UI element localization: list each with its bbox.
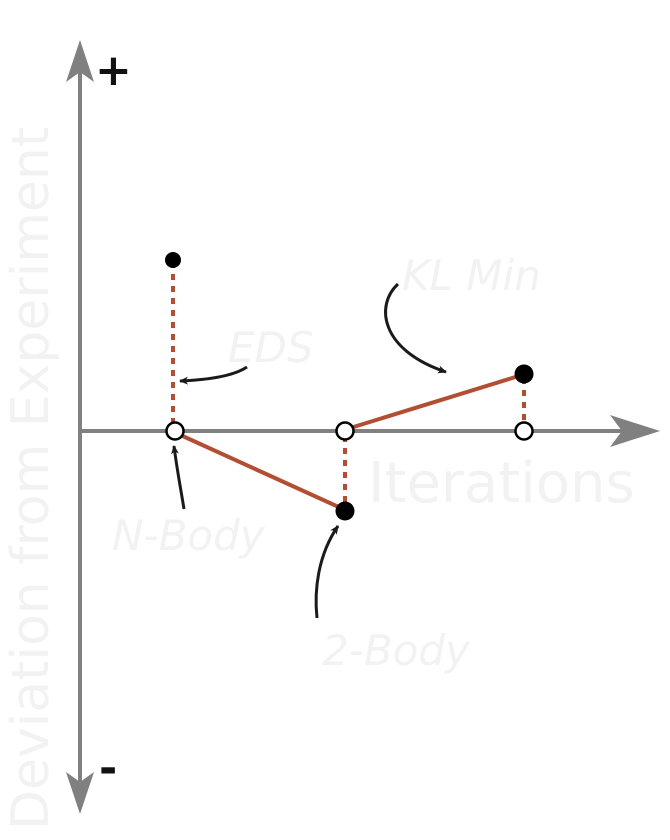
n-body-arrow (171, 445, 186, 510)
axis-end-point (514, 421, 534, 441)
y-axis-down-arrowhead (66, 772, 94, 814)
eds-arrow (179, 365, 248, 385)
minus-sign: - (99, 743, 117, 794)
n-body-point (165, 421, 185, 441)
eds-label: EDS (228, 323, 314, 372)
two-body-arrow (314, 525, 340, 619)
y-axis-up-arrowhead (66, 40, 94, 82)
kl-min-point (514, 364, 534, 384)
n-body-label: N-Body (112, 511, 266, 560)
axis-to-kl-min-line (346, 373, 523, 431)
x-axis-arrowhead (610, 415, 660, 447)
plus-sign: + (95, 45, 132, 96)
eds-point (165, 252, 181, 268)
kl-min-arrow (384, 282, 447, 374)
n-body-to-two-body-line (175, 431, 344, 511)
x-axis-label: Iterations (368, 451, 635, 516)
kl-min-label: KL Min (402, 251, 541, 300)
axis-mid-point (335, 421, 355, 441)
two-body-point (335, 501, 355, 521)
two-body-label: 2-Body (322, 626, 471, 675)
y-axis (66, 40, 94, 814)
y-axis-label: Deviation from Experiment (1, 127, 61, 830)
